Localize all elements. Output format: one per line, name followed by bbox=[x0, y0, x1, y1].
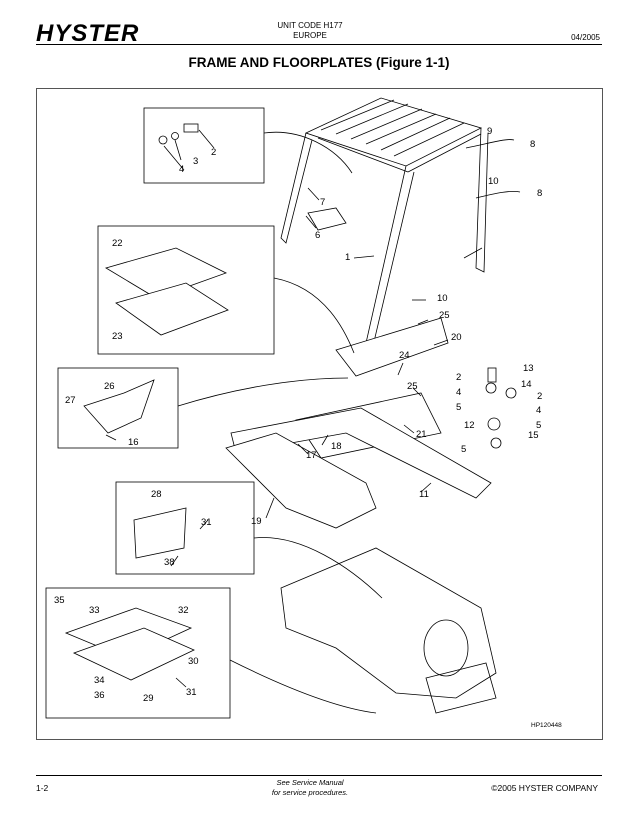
detail-box-bracket bbox=[57, 367, 179, 449]
unit-code: UNIT CODE H177 bbox=[277, 21, 343, 30]
detail-box-panel bbox=[115, 481, 255, 575]
service-note-line1: See Service Manual bbox=[276, 778, 344, 787]
callout-2: 2 bbox=[211, 147, 216, 158]
page-number: 1-2 bbox=[36, 783, 49, 793]
callout-22: 22 bbox=[112, 238, 123, 249]
callout-14: 14 bbox=[521, 379, 532, 390]
service-note-line2: for service procedures. bbox=[271, 788, 349, 797]
callout-24: 24 bbox=[399, 350, 410, 361]
callout-38: 38 bbox=[164, 557, 175, 568]
callout-20: 20 bbox=[451, 332, 462, 343]
callout-32: 32 bbox=[178, 605, 189, 616]
callout-19: 19 bbox=[251, 516, 262, 527]
exploded-parts-diagram: 2 3 4 7 6 9 8 10 8 1 22 23 10 25 20 24 2… bbox=[45, 97, 542, 719]
page-title: FRAME AND FLOORPLATES (Figure 1-1) bbox=[188, 55, 450, 70]
callout-13: 13 bbox=[523, 363, 534, 374]
callout-6: 6 bbox=[315, 230, 320, 241]
callout-2-c: 2 bbox=[537, 391, 542, 402]
callout-7: 7 bbox=[320, 197, 325, 208]
callout-4-c: 4 bbox=[536, 405, 541, 416]
callout-31-b: 31 bbox=[186, 687, 197, 698]
figure-id: HP120448 bbox=[531, 722, 562, 729]
callout-15: 15 bbox=[528, 430, 539, 441]
callout-10: 10 bbox=[488, 176, 499, 187]
callout-25-b: 25 bbox=[407, 381, 418, 392]
callout-4: 4 bbox=[179, 164, 184, 175]
callout-25: 25 bbox=[439, 310, 450, 321]
callout-26: 26 bbox=[104, 381, 115, 392]
header-unit-info: UNIT CODE H177 EUROPE bbox=[250, 21, 370, 41]
callout-1: 1 bbox=[345, 252, 350, 263]
callout-8-b: 8 bbox=[537, 188, 542, 199]
callout-4-b: 4 bbox=[456, 387, 461, 398]
callout-5-c: 5 bbox=[461, 444, 466, 455]
callout-8: 8 bbox=[530, 139, 535, 150]
detail-box-bolt bbox=[143, 107, 265, 184]
callout-31: 31 bbox=[201, 517, 212, 528]
callout-28: 28 bbox=[151, 489, 162, 500]
callout-3: 3 bbox=[193, 156, 198, 167]
callout-36: 36 bbox=[94, 690, 105, 701]
callout-30: 30 bbox=[188, 656, 199, 667]
footer-rule bbox=[36, 775, 602, 776]
callout-23: 23 bbox=[112, 331, 123, 342]
header-date: 04/2005 bbox=[571, 33, 600, 42]
header-rule bbox=[36, 44, 602, 45]
callout-17: 17 bbox=[306, 450, 317, 461]
hyster-logo: HYSTER bbox=[36, 20, 140, 47]
detail-box-floorplate bbox=[97, 225, 275, 355]
callout-labels: 2 3 4 7 6 9 8 10 8 1 22 23 10 25 20 24 2… bbox=[54, 126, 542, 704]
callout-33: 33 bbox=[89, 605, 100, 616]
callout-18: 18 bbox=[331, 441, 342, 452]
callout-11: 11 bbox=[419, 489, 429, 500]
figure-frame bbox=[36, 88, 603, 740]
overhead-guard-drawing bbox=[280, 97, 489, 347]
region: EUROPE bbox=[293, 31, 327, 40]
copyright: ©2005 HYSTER COMPANY bbox=[491, 783, 598, 793]
callout-35: 35 bbox=[54, 595, 65, 606]
service-note: See Service Manual for service procedure… bbox=[240, 778, 380, 798]
callout-29: 29 bbox=[143, 693, 154, 704]
callout-10-b: 10 bbox=[437, 293, 448, 304]
detail-box-floorplate-lower bbox=[45, 587, 231, 719]
callout-5: 5 bbox=[456, 402, 461, 413]
callout-9: 9 bbox=[487, 126, 492, 137]
callout-5-b: 5 bbox=[536, 420, 541, 431]
callout-34: 34 bbox=[94, 675, 105, 686]
callout-2-b: 2 bbox=[456, 372, 461, 383]
callout-27: 27 bbox=[65, 395, 76, 406]
callout-21: 21 bbox=[416, 429, 427, 440]
callout-12: 12 bbox=[464, 420, 475, 431]
callout-16: 16 bbox=[128, 437, 139, 448]
